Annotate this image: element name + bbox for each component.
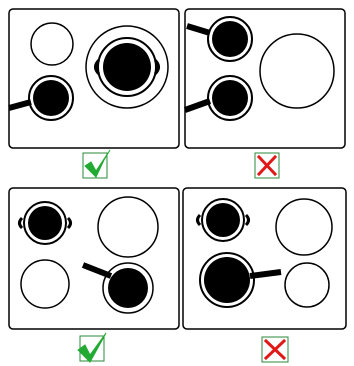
pan-body xyxy=(204,257,250,303)
empty-large-burner xyxy=(98,197,158,257)
empty-burner xyxy=(21,260,69,308)
pot-body xyxy=(206,203,240,237)
pan-body xyxy=(33,80,69,116)
pan-handle xyxy=(250,272,281,276)
pan-body xyxy=(108,268,148,308)
correct-indicator-bottom-left xyxy=(78,333,106,362)
empty-large-burner xyxy=(260,34,334,108)
panel-top-right xyxy=(185,9,345,148)
panel-bottom-right xyxy=(183,188,346,329)
pan-body xyxy=(212,21,248,57)
empty-large-burner xyxy=(276,199,332,255)
empty-small-burner xyxy=(285,263,329,307)
pot-body xyxy=(103,43,151,91)
panel-top-left xyxy=(9,9,179,148)
correct-indicator-top-left xyxy=(83,150,110,178)
pan-body xyxy=(212,80,248,116)
incorrect-indicator-top-right xyxy=(255,153,279,178)
incorrect-indicator-bottom-right xyxy=(262,337,288,362)
large-burner-with-pot xyxy=(86,26,168,108)
empty-burner xyxy=(31,23,73,65)
panel-bottom-left xyxy=(9,188,179,329)
pot-body xyxy=(28,206,62,240)
